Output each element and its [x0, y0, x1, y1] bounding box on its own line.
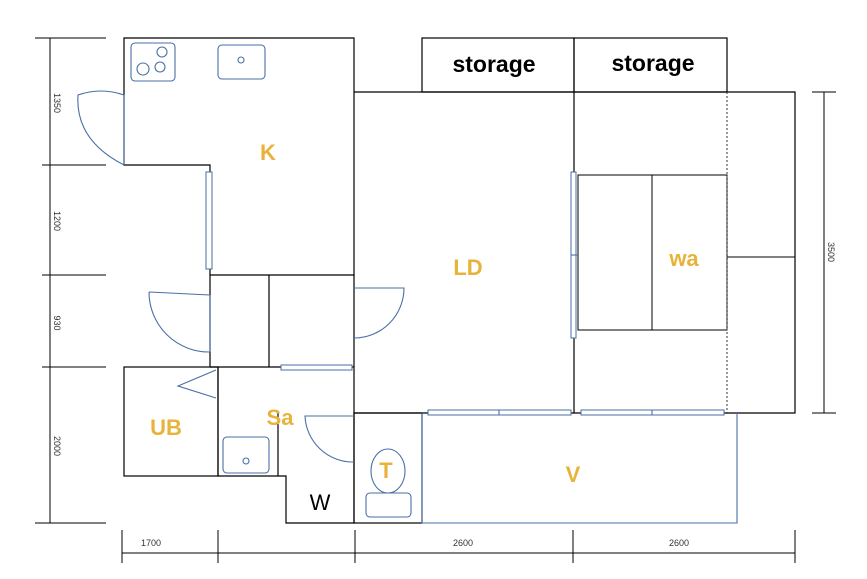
dim-left-4: 2000 — [52, 436, 62, 456]
washitsu-label: wa — [668, 246, 699, 271]
kitchen-sink — [217, 44, 266, 80]
bottom-dimension-lines — [121, 530, 796, 563]
dim-bottom-3: 2600 — [669, 538, 689, 548]
dim-left-3: 930 — [52, 315, 62, 330]
sanitary-label: Sa — [267, 405, 295, 430]
veranda-outline — [421, 413, 738, 524]
sa-door — [304, 415, 355, 463]
right-dimension-lines — [812, 91, 836, 414]
entrance-door — [148, 291, 211, 353]
ub-folding-door — [176, 369, 217, 399]
dim-bottom-1: 1700 — [141, 538, 161, 548]
washer-label: W — [310, 490, 331, 515]
entrance-sliding-door — [280, 364, 353, 371]
toilet-fixture — [365, 448, 412, 518]
kitchen-door — [77, 90, 125, 166]
kitchen-window — [205, 171, 213, 270]
wash-basin — [222, 436, 270, 474]
living-dining-label: LD — [453, 255, 482, 280]
dim-right: 3500 — [826, 242, 836, 262]
ld-door — [353, 287, 405, 339]
kitchen-label: K — [260, 140, 276, 165]
storage-label-2: storage — [611, 50, 694, 76]
stove — [130, 42, 176, 82]
dim-left-1: 1350 — [52, 93, 62, 113]
dim-bottom-2: 2600 — [453, 538, 473, 548]
storage-label-1: storage — [452, 51, 535, 77]
toilet-label: T — [379, 458, 393, 483]
dim-left-2: 1200 — [52, 211, 62, 231]
left-dimension-lines — [35, 37, 106, 524]
unit-bath-label: UB — [150, 415, 182, 440]
veranda-label: V — [566, 462, 581, 487]
